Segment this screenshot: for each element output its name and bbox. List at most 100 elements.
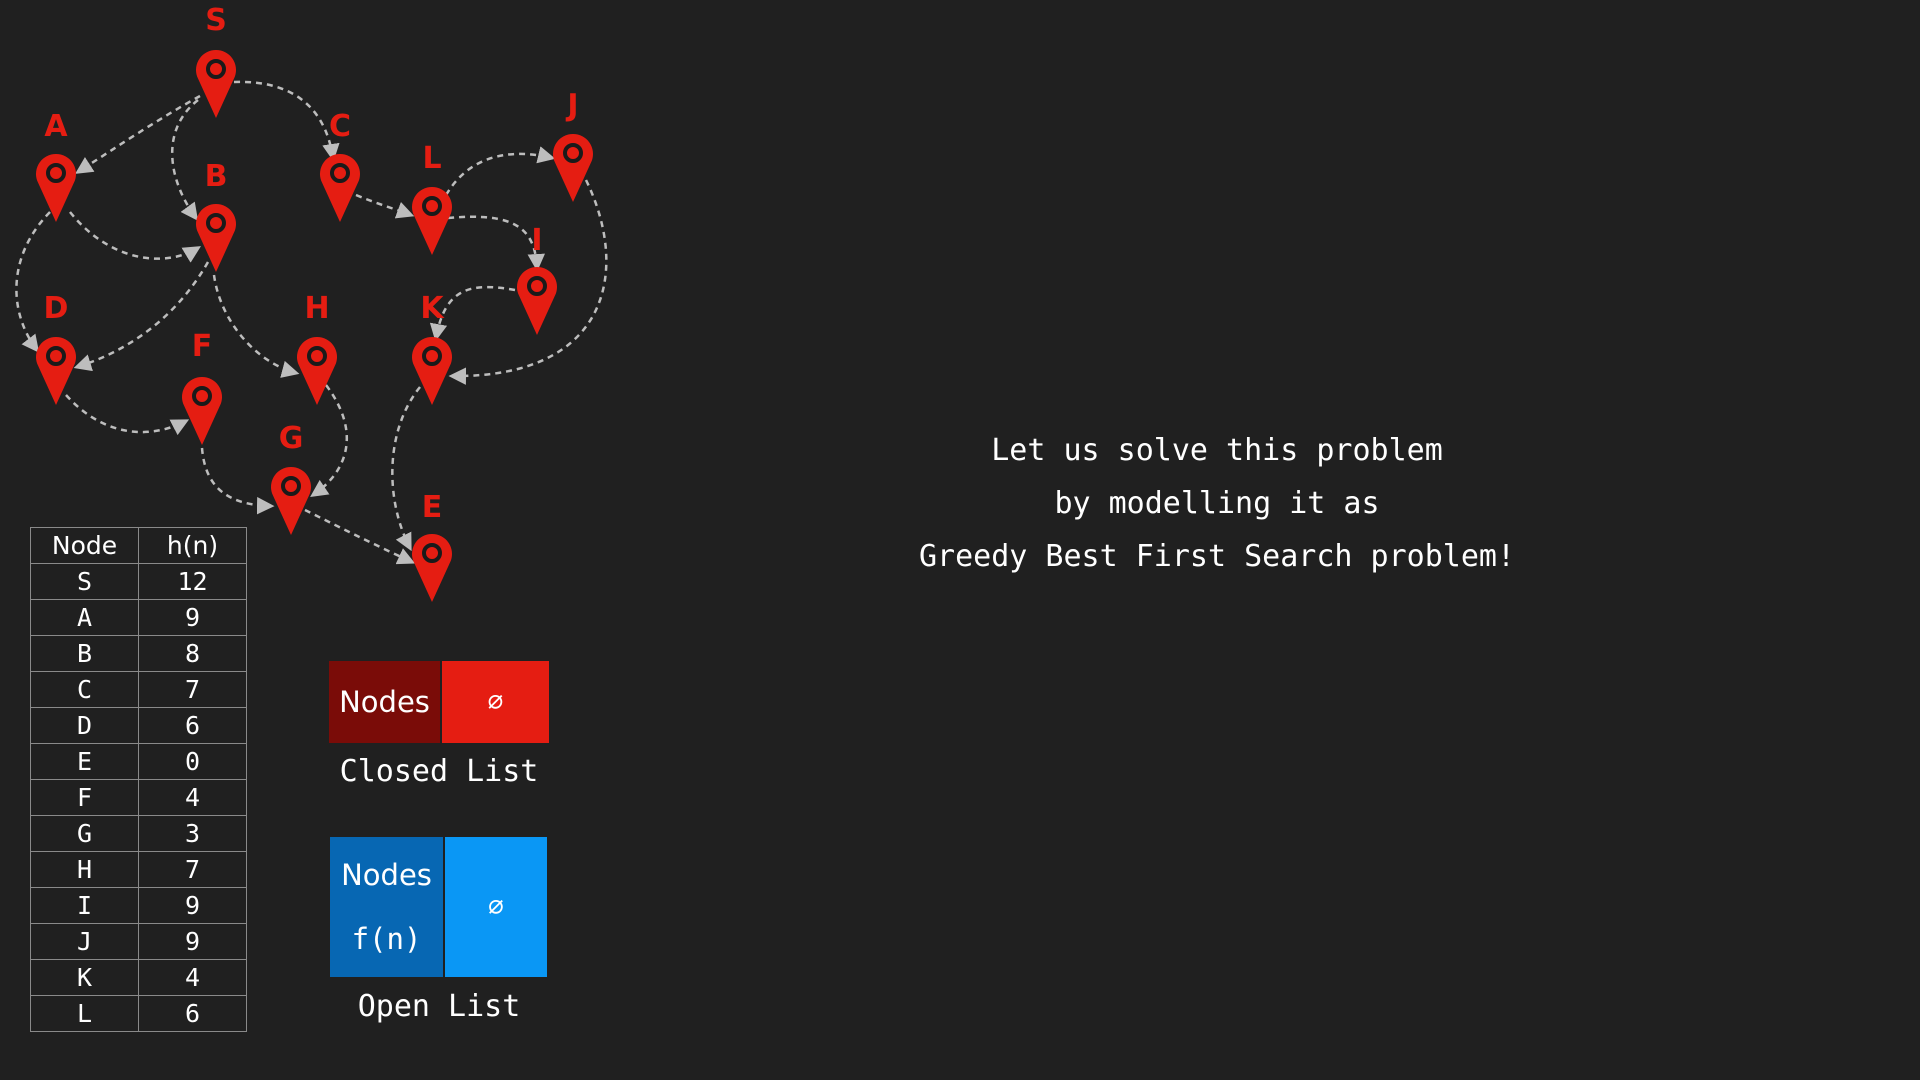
open-list-box: Nodes f(n) ⌀ [330, 837, 547, 977]
open-list-header: Nodes f(n) [330, 837, 443, 977]
pin-ring-icon [206, 59, 226, 79]
edge-s-a [75, 94, 201, 174]
map-pin-icon [36, 153, 76, 222]
heuristic-cell: 3 [138, 815, 247, 852]
open-list-caption: Open List [357, 989, 521, 1024]
node-e: E [411, 490, 453, 602]
node-label: S [205, 3, 227, 38]
heuristic-cell: 0 [138, 743, 247, 780]
edge-d-f [65, 394, 190, 436]
map-pin-icon [411, 533, 453, 602]
map-pin-icon [411, 186, 452, 255]
closed-list-box: Nodes ⌀ [329, 661, 549, 743]
node-d: D [36, 291, 76, 405]
edge-g-e [304, 508, 416, 565]
closed-list-header: Nodes [329, 661, 440, 743]
node-cell: H [30, 851, 139, 888]
edge-k-e [391, 386, 421, 552]
node-b: B [196, 159, 236, 272]
node-j: J [553, 88, 593, 202]
heuristic-cell: 9 [138, 923, 247, 960]
node-label: J [565, 88, 578, 123]
pin-ring-icon [307, 346, 327, 366]
node-cell: C [30, 671, 139, 708]
edge-b-h [212, 274, 300, 378]
pin-ring-icon [422, 543, 442, 563]
column-header-hn: h(n) [138, 527, 247, 564]
map-pin-icon [319, 153, 360, 222]
node-cell: J [30, 923, 139, 960]
node-label: E [422, 490, 443, 525]
pin-ring-icon [422, 196, 442, 216]
node-cell: B [30, 635, 139, 672]
heuristic-cell: 7 [138, 671, 247, 708]
node-h: H [297, 291, 337, 405]
table-header-row: Node h(n) [30, 527, 247, 564]
heuristic-cell: 9 [138, 599, 247, 636]
edge-l-i [447, 215, 546, 272]
edge-a-b [69, 211, 201, 263]
edge-h-g [310, 384, 349, 497]
edge-s-c [233, 80, 340, 162]
map-pin-icon [196, 49, 236, 118]
pin-ring-icon [422, 346, 442, 366]
heuristic-cell: 8 [138, 635, 247, 672]
pin-ring-icon [563, 143, 583, 163]
pin-ring-icon [330, 163, 350, 183]
heuristic-cell: 6 [138, 707, 247, 744]
node-g: G [271, 421, 311, 535]
node-f: F [181, 329, 223, 445]
map-pin-icon [297, 336, 337, 405]
node-label: I [531, 223, 542, 258]
node-label: F [192, 329, 213, 364]
open-list-value: ⌀ [445, 837, 547, 977]
node-cell: I [30, 887, 139, 924]
node-c: C [319, 109, 360, 222]
intro-message: Let us solve this problem by modelling i… [720, 424, 1714, 583]
edge-i-k [429, 285, 516, 342]
node-i: I [517, 223, 558, 335]
edge-c-l [355, 193, 415, 219]
node-label: K [420, 291, 445, 326]
map-pin-icon [181, 376, 223, 445]
map-pin-icon [411, 336, 453, 405]
node-label: C [329, 109, 351, 144]
node-l: L [411, 141, 452, 255]
message-line: Let us solve this problem [991, 433, 1443, 468]
column-header-node: Node [30, 527, 139, 564]
edge-s-b [170, 99, 199, 221]
open-list-header-fn: f(n) [351, 922, 422, 956]
heuristic-cell: 4 [138, 779, 247, 816]
edge-b-d [73, 261, 210, 372]
heuristic-cell: 7 [138, 851, 247, 888]
node-label: G [279, 421, 304, 456]
node-label: H [304, 291, 329, 326]
edge-f-g [200, 447, 275, 515]
node-cell: L [30, 995, 139, 1032]
node-cell: D [30, 707, 139, 744]
pin-ring-icon [281, 476, 301, 496]
edge-j-k [448, 179, 608, 385]
node-label: A [44, 109, 68, 144]
heuristic-cell: 12 [138, 563, 247, 600]
map-pin-icon [36, 336, 76, 405]
heuristic-cell: 4 [138, 959, 247, 996]
node-cell: F [30, 779, 139, 816]
message-line: Greedy Best First Search problem! [918, 539, 1516, 574]
map-pin-icon [196, 203, 236, 272]
pin-ring-icon [206, 213, 226, 233]
node-s: S [196, 3, 236, 118]
node-cell: A [30, 599, 139, 636]
node-label: B [205, 159, 228, 194]
